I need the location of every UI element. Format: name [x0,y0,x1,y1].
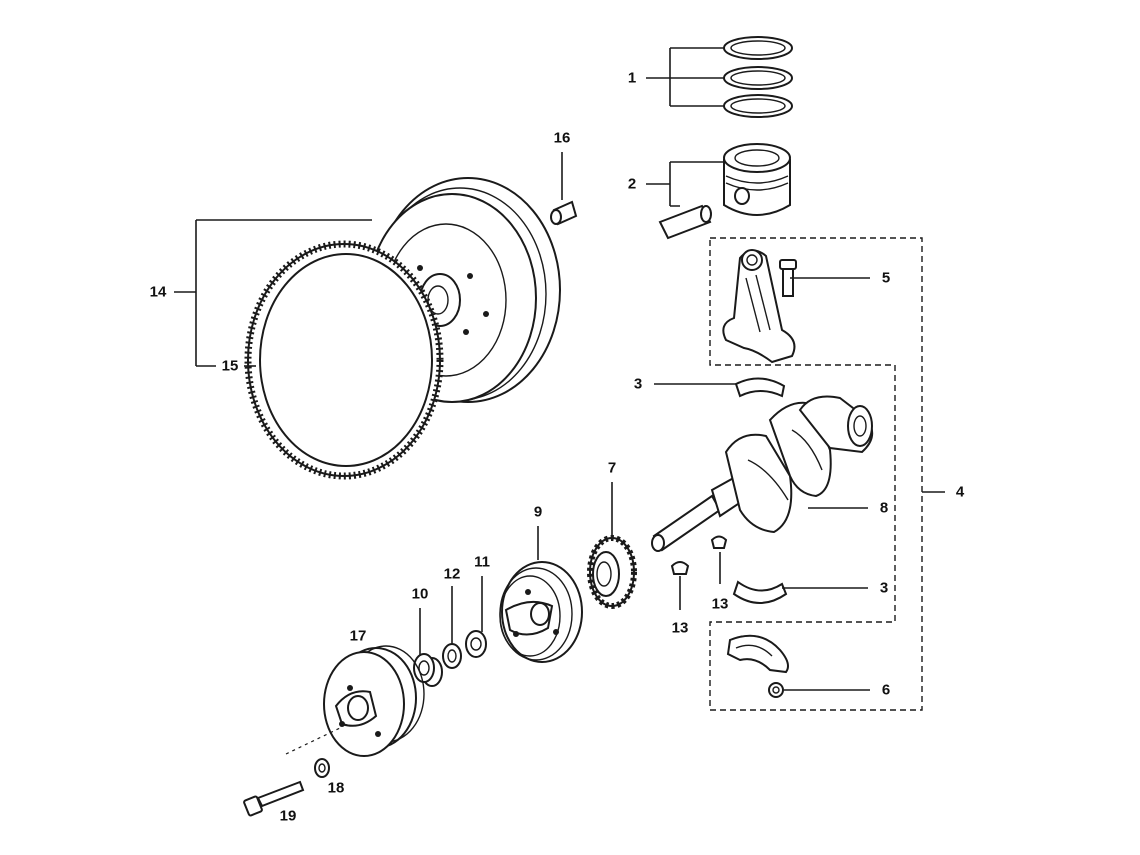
washer-11 [465,630,487,658]
callout-labels: 1 2 3 3 4 5 6 7 8 9 10 11 12 13 13 14 15… [150,70,965,825]
callout-12: 12 [444,566,461,583]
callout-8: 8 [880,500,888,517]
crankshaft [651,395,873,552]
piston-rings [723,36,793,118]
sleeve-10 [413,653,443,687]
upper-bearing-shell [734,377,786,398]
callout-5: 5 [882,270,890,287]
leader-lines [174,47,870,691]
lower-bearing-shell [732,580,788,604]
callout-6: 6 [882,682,890,699]
callout-13-b: 13 [712,596,729,613]
callout-7: 7 [608,460,616,477]
drive-pulley [499,561,583,663]
callout-4: 4 [956,484,965,501]
callout-11: 11 [474,554,490,571]
callout-3-lower: 3 [880,580,888,597]
bolt-19 [243,780,305,817]
callout-17: 17 [350,628,367,645]
callout-2: 2 [628,176,636,193]
callout-3-upper: 3 [634,376,642,393]
spring-washer-12 [442,643,462,669]
callout-1: 1 [628,70,636,87]
connecting-rod [722,249,797,364]
callout-13-a: 13 [672,620,689,637]
timing-gear [587,535,637,609]
callout-16: 16 [554,130,571,147]
woodruff-key-b [710,535,728,549]
callout-14: 14 [150,284,167,301]
woodruff-key-a [670,561,690,575]
callout-10: 10 [412,586,429,603]
rod-cap [726,634,789,698]
ring-gear [244,240,444,480]
piston-and-pin [658,143,791,240]
crank-pulley [323,645,425,757]
callout-18: 18 [328,780,345,797]
washer-18 [314,758,330,778]
assembly-group-outline [709,237,923,711]
flywheel-bolt [550,200,578,226]
callout-19: 19 [280,808,297,825]
callout-9: 9 [534,504,542,521]
callout-15: 15 [222,358,239,375]
